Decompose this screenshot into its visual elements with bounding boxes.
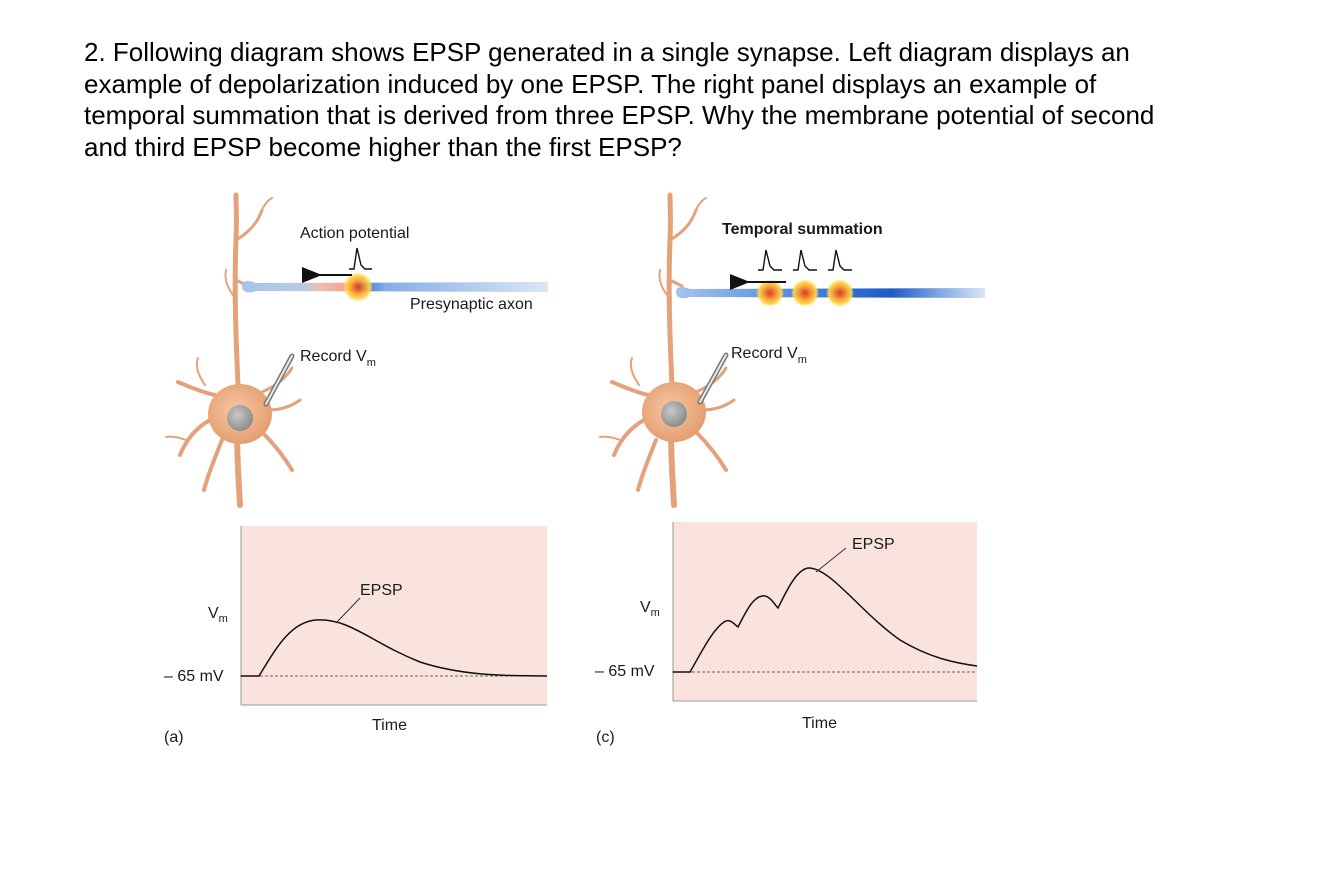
right-temporal-summation-label: Temporal summation <box>722 221 883 238</box>
right-graph: EPSP Vm – 65 mV Time <box>595 522 978 732</box>
left-baseline-label: – 65 mV <box>164 668 224 685</box>
question-text: 2. Following diagram shows EPSP generate… <box>84 37 1264 163</box>
question-line-4: and third EPSP become higher than the fi… <box>84 131 682 162</box>
left-panel: Action potential Presynaptic axon Record… <box>164 192 548 746</box>
right-panel-letter: (c) <box>596 729 615 746</box>
left-presynaptic-axon <box>242 281 548 293</box>
right-panel: Temporal summation Record Vm EPSP Vm – 6… <box>595 192 985 746</box>
right-epsp-pointer <box>815 547 847 573</box>
left-graph-bg <box>241 526 547 705</box>
left-record-label: Record Vm <box>300 348 376 369</box>
right-graph-bg <box>673 522 977 701</box>
question-line-1: 2. Following diagram shows EPSP generate… <box>84 37 1130 67</box>
right-nucleus <box>661 401 687 427</box>
left-vm-label: Vm <box>208 605 228 625</box>
left-ap-spot <box>343 272 373 302</box>
left-electrode-icon <box>263 353 295 407</box>
left-axon-label: Presynaptic axon <box>410 296 533 313</box>
left-neuron <box>165 192 302 508</box>
left-spike-icon <box>349 247 372 270</box>
right-spike-icon-1 <box>758 249 782 271</box>
right-spike-icon-2 <box>793 249 817 271</box>
right-spike-icon-3 <box>828 249 852 271</box>
right-neuron <box>599 192 736 508</box>
left-nucleus <box>227 405 253 431</box>
right-baseline-label: – 65 mV <box>595 663 655 680</box>
right-electrode-icon <box>697 352 729 405</box>
left-epsp-trace <box>241 619 548 677</box>
question-line-2: example of depolarization induced by one… <box>84 68 1097 99</box>
left-action-potential-label: Action potential <box>300 225 409 242</box>
right-record-label: Record Vm <box>731 345 807 366</box>
right-epsp-trace <box>673 567 978 673</box>
right-ap-spot-3 <box>826 279 854 307</box>
right-time-label: Time <box>802 715 837 732</box>
left-panel-letter: (a) <box>164 729 184 746</box>
left-graph: EPSP Vm – 65 mV Time <box>164 526 548 734</box>
right-ap-spot-1 <box>756 279 784 307</box>
left-epsp-label: EPSP <box>360 582 403 599</box>
right-ap-spot-2 <box>791 279 819 307</box>
left-time-label: Time <box>372 717 407 734</box>
left-epsp-pointer <box>335 597 361 624</box>
right-epsp-label: EPSP <box>852 536 895 553</box>
right-vm-label: Vm <box>640 599 660 619</box>
question-line-3: temporal summation that is derived from … <box>84 100 1155 130</box>
